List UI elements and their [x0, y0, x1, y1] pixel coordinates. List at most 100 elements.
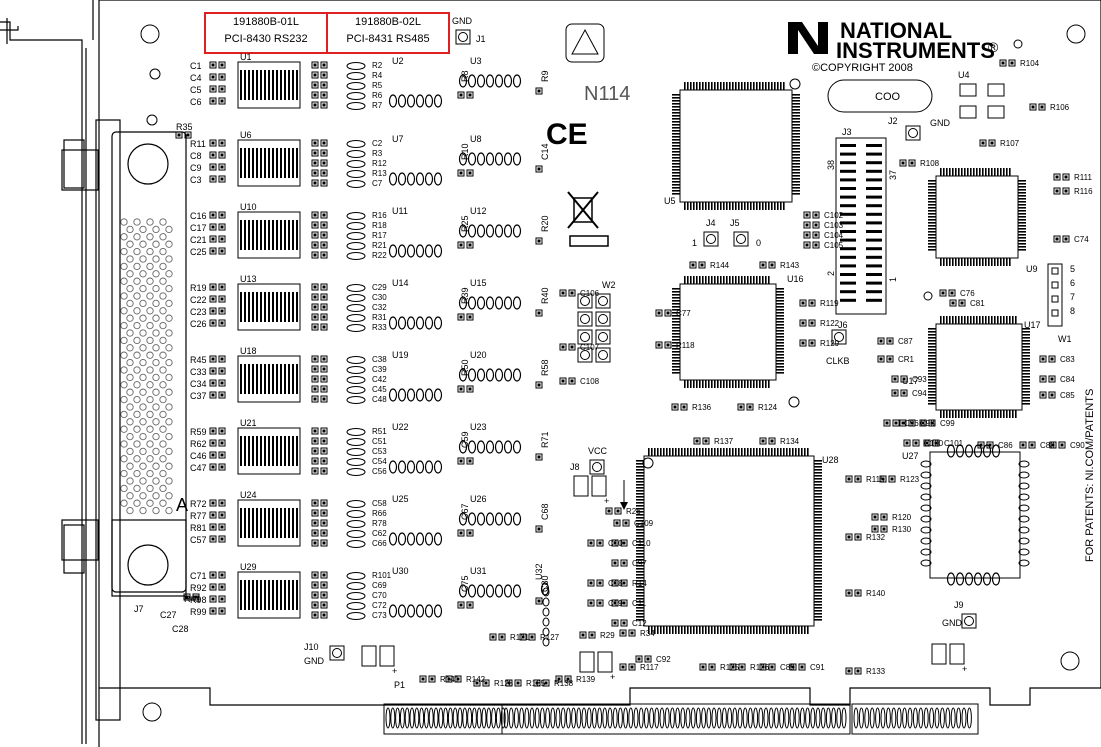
chip-u16-pin [768, 380, 770, 388]
chip-u17-pin [1022, 382, 1030, 384]
gnd-j9-label: GND [942, 618, 962, 628]
chip-u17-pin [994, 316, 996, 324]
smd-pad [891, 389, 899, 397]
chip-u9-pin [994, 258, 996, 266]
chip-u28-pin [759, 626, 761, 634]
edge-connector-segment [851, 703, 979, 735]
chip-u17-pin [973, 316, 975, 324]
chip-u29-pin [260, 580, 262, 610]
chip-u16-pin [747, 380, 749, 388]
chip-u6-pin [248, 148, 250, 178]
smd-pad-core [211, 225, 215, 229]
component-label: R144 [710, 261, 730, 270]
chip-u5-pin [672, 94, 680, 96]
chip-u28-pin [814, 547, 822, 549]
smd-pad [311, 313, 319, 321]
db-pin [133, 455, 141, 463]
edge-finger [880, 707, 886, 729]
edge-finger [500, 707, 506, 729]
capacitor-label: R98 [190, 595, 207, 605]
chip-u14-cell [397, 316, 407, 330]
db-pin [146, 233, 154, 241]
smd-pad-core [313, 181, 317, 185]
smd-pad-core [211, 297, 215, 301]
smd-pad [519, 633, 527, 641]
smd-pad-core [313, 357, 317, 361]
smd-pad [628, 663, 636, 671]
chip-u31-cell [467, 584, 477, 598]
chip-u16-pin [672, 372, 680, 374]
edge-finger [508, 707, 514, 729]
chip-u17-pin [967, 410, 969, 418]
smd-pad-core [590, 633, 594, 637]
edge-finger [659, 707, 665, 729]
chip-u20-cell [467, 368, 477, 382]
chip-u28-pin [636, 484, 644, 486]
capacitor-label: R25 [460, 215, 470, 232]
polarized-cap [931, 643, 947, 665]
crystal-oscillator [827, 79, 933, 113]
chip-u13-pin [292, 292, 294, 322]
chip-u28-pin [681, 626, 683, 634]
chip-label: U3 [470, 56, 482, 66]
smd-pad-core [322, 161, 326, 165]
edge-finger [680, 707, 686, 729]
chip-u28-pin [814, 523, 822, 525]
chip-u17-pin [1009, 410, 1011, 418]
edge-finger [457, 707, 463, 729]
smd-pad [888, 475, 896, 483]
chip-u16-pin [768, 276, 770, 284]
smd-pad-core [220, 369, 224, 373]
resistor-body [346, 356, 366, 364]
smd-pad-core [814, 223, 818, 227]
capacitor-label: C26 [190, 319, 207, 329]
chip-u9-pin [1018, 243, 1026, 245]
db-pin [146, 307, 154, 315]
db-pin [165, 344, 173, 352]
db-pin [126, 358, 134, 367]
resistor-label: C51 [372, 437, 387, 446]
smd-pad-core [468, 93, 472, 97]
chip-u5-pin [672, 169, 680, 171]
chip-u8-cell [467, 152, 477, 166]
chip-u28-pin [814, 511, 822, 513]
smd-pad [528, 633, 536, 641]
db-pin [152, 358, 160, 367]
smd-pad-core [890, 477, 894, 481]
chip-u16-pin [753, 276, 755, 284]
chip-u28-pin [666, 448, 668, 456]
db-pin [133, 499, 141, 507]
chip-u15-cell [485, 296, 495, 310]
chip-u5-pin [672, 190, 680, 192]
db-pin [146, 262, 154, 271]
smd-pad-core [211, 237, 215, 241]
j3-pin [866, 221, 882, 225]
chip-u5-pin [672, 97, 680, 99]
resistor-body [346, 160, 366, 168]
db-pin [146, 484, 154, 493]
chip-u5-pin [702, 202, 704, 210]
chip-u28-pin [780, 448, 782, 456]
smd-pad-core [220, 573, 224, 577]
chip-u28-pin [714, 448, 716, 456]
chip-u28-pin [636, 553, 644, 555]
smd-pad-core [322, 501, 326, 505]
smd-pad [482, 679, 490, 687]
edge-finger [419, 707, 425, 729]
smd-pad [1058, 441, 1066, 449]
chip-u14-cell [424, 316, 434, 330]
board-id: N114 [584, 83, 631, 105]
chip-u5-pin [720, 82, 722, 90]
chip-u16-pin [776, 294, 784, 296]
db-pin [139, 358, 147, 367]
chip-u5-pin [756, 82, 758, 90]
chip-u17-pin [982, 316, 984, 324]
smd-pad-core [186, 133, 190, 137]
gnd-j2-label: GND [930, 118, 950, 128]
test-point-j5-ring [736, 234, 746, 244]
chip-label: U17 [1024, 320, 1041, 330]
resistor-label: C69 [372, 581, 387, 590]
chip-u21-pin [252, 436, 254, 466]
capacitor-label: C6 [190, 97, 202, 107]
chip-u28-pin [660, 626, 662, 634]
